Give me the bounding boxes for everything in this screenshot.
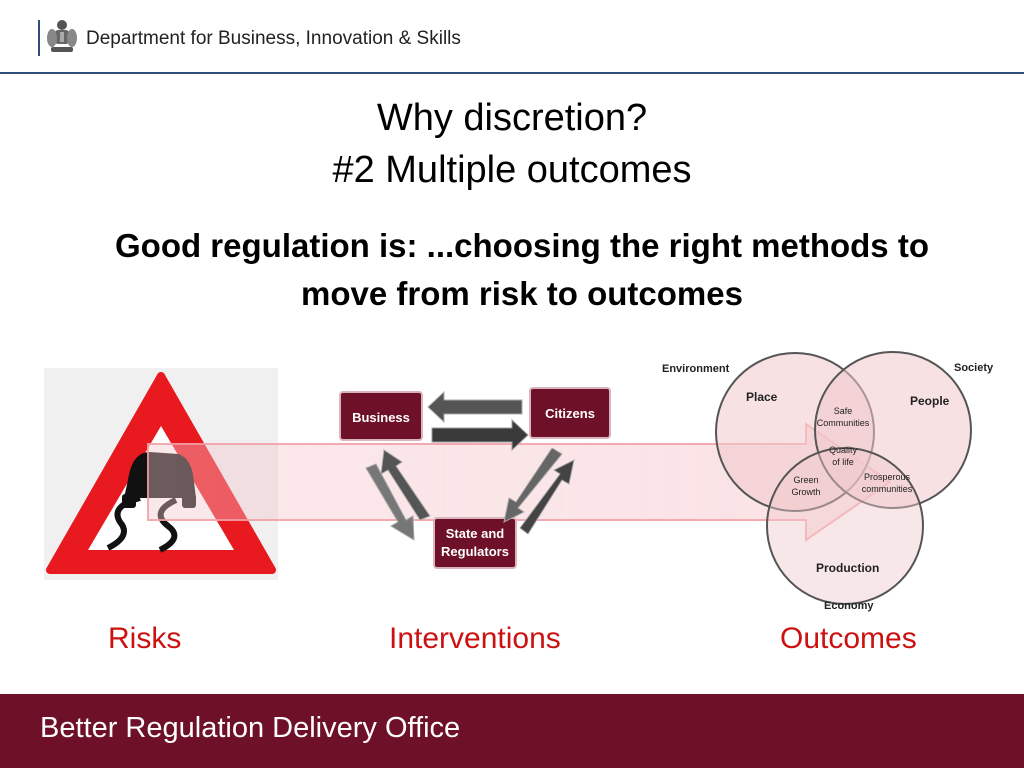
state-label-line2: Regulators [441, 544, 509, 559]
subheading-line1: Good regulation is: ...choosing the righ… [115, 227, 929, 264]
venn-safe-line1: Safe [834, 406, 853, 416]
outcomes-label: Outcomes [780, 622, 917, 655]
slide-title-line2: #2 Multiple outcomes [332, 149, 692, 191]
arrow-citizens-to-state [503, 447, 563, 523]
arrow-state-to-business [380, 449, 431, 521]
arrow-business-to-state [365, 463, 415, 541]
royal-crest-icon [47, 20, 77, 52]
business-label: Business [352, 410, 410, 425]
arrow-citizens-to-business [427, 390, 523, 424]
risks-label: Risks [108, 622, 182, 655]
citizens-box [529, 387, 611, 439]
venn-economy-label: Economy [824, 600, 874, 612]
footer-bar: Better Regulation Delivery Office [0, 694, 1024, 768]
venn-safe-line2: Communities [817, 418, 870, 428]
citizens-label: Citizens [545, 406, 595, 421]
business-box [339, 391, 423, 441]
outcomes-venn: Environment Society Economy Place People… [662, 351, 994, 612]
venn-green-line1: Green [793, 475, 818, 485]
interventions-label: Interventions [389, 622, 561, 655]
interventions-cycle: Business Citizens State and Regulators [339, 387, 611, 569]
department-name: Department for Business, Innovation & Sk… [86, 28, 461, 49]
venn-quality-line2: of life [832, 457, 854, 467]
venn-people-label: People [910, 394, 950, 408]
header: Department for Business, Innovation & Sk… [0, 0, 1024, 74]
subheading: Good regulation is: ...choosing the righ… [20, 222, 1024, 318]
slide-title-line1: Why discretion? [376, 97, 648, 139]
state-label-line1: State and [446, 526, 505, 541]
venn-place-label: Place [746, 390, 778, 404]
venn-green-line2: Growth [791, 487, 820, 497]
venn-prosperous-line1: Prosperous [864, 472, 911, 482]
footer-office-name: Better Regulation Delivery Office [40, 712, 461, 744]
arrow-state-to-citizens [519, 459, 575, 535]
venn-production-label: Production [816, 561, 879, 575]
header-divider [38, 20, 40, 56]
venn-prosperous-line2: communities [862, 484, 913, 494]
subheading-line2: move from risk to outcomes [301, 275, 743, 312]
risk-to-outcomes-diagram: Business Citizens State and Regulators E… [44, 351, 994, 612]
state-regulators-box [433, 517, 517, 569]
arrow-business-to-citizens [431, 418, 529, 452]
venn-quality-line1: Quality [829, 445, 858, 455]
venn-environment-label: Environment [662, 363, 730, 375]
venn-society-label: Society [954, 362, 994, 374]
